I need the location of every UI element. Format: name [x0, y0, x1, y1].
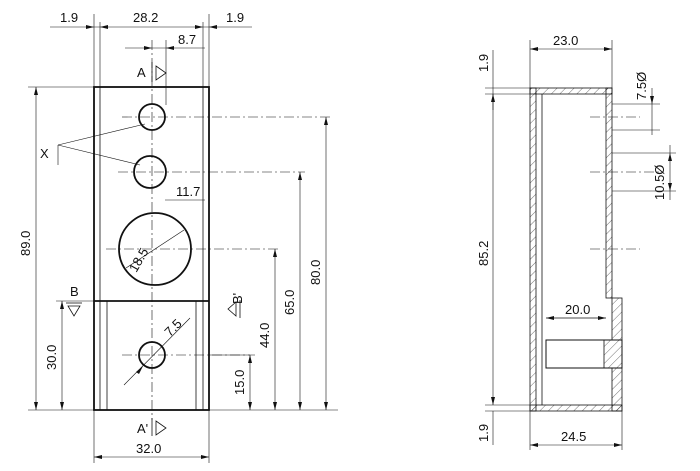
side-dim-depth: 20.0: [565, 302, 590, 317]
arrow: [324, 402, 328, 410]
leader-x-bottom: [57, 144, 141, 166]
arrow: [60, 301, 64, 309]
arrow: [136, 366, 143, 374]
section-b-prime-arrow: [227, 301, 237, 317]
arrow: [209, 25, 217, 29]
arrow: [94, 455, 102, 459]
dim-bottom-width: 32.0: [136, 441, 161, 456]
section-a-prime-arrow: [155, 420, 167, 436]
dim-big-hole-dia: 18.5: [126, 245, 152, 274]
side-dim-top-wall: 1.9: [476, 54, 491, 72]
arrow: [248, 402, 252, 410]
dim-top-left-wall: 1.9: [60, 10, 78, 25]
side-wall-left: [529, 87, 537, 412]
arrow: [273, 402, 277, 410]
arrow: [614, 443, 622, 447]
side-dim-small-hole: 7.5Ø: [634, 72, 649, 100]
arrow: [248, 355, 252, 363]
arrow: [273, 249, 277, 257]
dim-line-big-hole: [125, 229, 185, 269]
side-dim-top-width: 23.0: [553, 33, 578, 48]
side-wall-bottom: [529, 404, 623, 412]
hole-second: [133, 155, 167, 189]
arrow: [604, 47, 612, 51]
arrow: [86, 25, 94, 29]
arrow: [166, 46, 174, 50]
side-wall-top: [529, 87, 613, 95]
arrow: [650, 96, 654, 104]
side-dim-bottom-width: 24.5: [561, 429, 586, 444]
dim-15: 15.0: [232, 370, 247, 395]
dim-44: 44.0: [257, 323, 272, 348]
dim-bottom-height: 30.0: [44, 345, 59, 370]
arrow: [491, 397, 495, 405]
section-a-label: A: [137, 65, 146, 80]
section-b-arrow: [67, 305, 81, 317]
arrow: [195, 25, 203, 29]
arrow: [60, 402, 64, 410]
dim-hole-offset: 8.7: [178, 32, 196, 47]
side-wall-right-top: [605, 87, 613, 299]
arrow: [34, 402, 38, 410]
label-x: X: [40, 146, 49, 161]
arrow: [598, 316, 606, 320]
arrow: [201, 455, 209, 459]
side-boss-hatch: [603, 339, 623, 369]
arrow: [298, 402, 302, 410]
section-a-arrow: [155, 65, 167, 81]
leader-x-top: [57, 123, 146, 146]
dim-overall-height: 89.0: [18, 231, 33, 256]
dim-65: 65.0: [282, 290, 297, 315]
front-view: 1.9 28.2 1.9 8.7 A X 11.7 18.5 7.5: [18, 10, 338, 463]
arrow: [668, 153, 672, 161]
arrow: [144, 46, 152, 50]
arrow: [298, 172, 302, 180]
arrow: [324, 117, 328, 125]
front-outline: [93, 86, 210, 411]
side-dim-large-hole: 10.5Ø: [652, 165, 667, 200]
dim-small-hole-dia: 7.5: [161, 316, 184, 339]
arrow: [34, 87, 38, 95]
dim-top-width: 28.2: [133, 10, 158, 25]
arrow: [546, 316, 554, 320]
side-dim-height: 85.2: [476, 241, 491, 266]
dim-80: 80.0: [308, 260, 323, 285]
arrow: [491, 94, 495, 102]
dim-line-small-hole: [123, 317, 191, 386]
arrow: [668, 183, 672, 191]
arrow: [530, 443, 538, 447]
section-a-prime-label: A': [137, 421, 148, 436]
arrow: [100, 25, 108, 29]
side-view: 23.0 1.9 85.2 1.9 7.5Ø 10.5Ø 20.0: [476, 33, 676, 450]
dim-top-right-wall: 1.9: [226, 10, 244, 25]
arrow: [530, 47, 538, 51]
side-dim-bottom-wall: 1.9: [476, 424, 491, 442]
section-b-prime-label: B': [230, 293, 245, 304]
dim-hole-spacing: 11.7: [176, 184, 200, 199]
section-b-label: B: [70, 284, 79, 299]
